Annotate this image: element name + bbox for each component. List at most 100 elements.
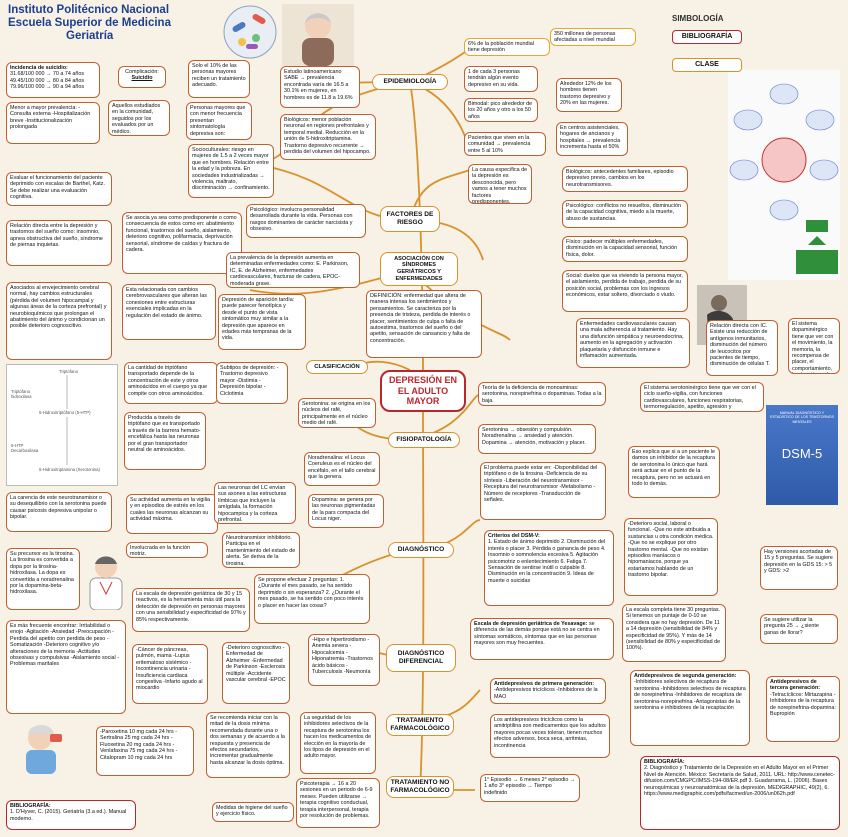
complicacion-value: Suicidio: [131, 75, 153, 82]
biblio-right-box: BIBLIOGRAFÍA: 2. Diagnóstico y Tratamien…: [640, 756, 840, 830]
yesavage-box: Escala de depresión geriátrica de Yesava…: [470, 618, 614, 660]
recomienda-box: Se recomienda iniciar con la mitad de la…: [206, 712, 290, 778]
institution-title: Instituto Politécnico Nacional Escuela S…: [8, 4, 208, 44]
header-farmacologico: TRATAMIENTO FARMACOLÓGICO: [386, 714, 454, 736]
tardia-box: Depresión de aparición tardía: puede par…: [218, 294, 306, 350]
serotonina-box: Serotonina: se origina en los núcleos de…: [298, 398, 376, 428]
frecuente-box: Es más frecuente encontrar: Irritabilida…: [6, 620, 126, 714]
psicologico-mid-box: Psicológico: involucra personalidad desa…: [246, 204, 366, 238]
path-step-2: 5-Hidroxitriptófano (5-HTP): [39, 410, 91, 415]
incidencia-title: Incidencia de suicidio:: [10, 65, 68, 71]
carencia-box: La carencia de este neurotransmisor o su…: [6, 492, 112, 532]
segunda-text: -Inhibidores selectivos de recaptura de …: [634, 679, 746, 711]
segunda-title: Antidepresivos de segunda generación:: [634, 673, 737, 679]
centros-box: En centros asistenciales, hogares de anc…: [556, 122, 628, 156]
dopamina-box: Dopamina: se genera por las neuronas pig…: [308, 494, 384, 528]
dsm5-subtitle: MANUAL DIAGNÓSTICO Y ESTADÍSTICO DE LOS …: [770, 411, 834, 424]
header-fisiopatologia: FISIOPATOLOGÍA: [388, 432, 460, 448]
biologicos-mid-box: Biológicos: menor población neuronal en …: [280, 114, 376, 160]
escala30-box: La escala completa tiene 30 preguntas. S…: [622, 604, 726, 662]
dsm-criteria-items: 1. Estado de ánimo deprimido 2. Disminuc…: [488, 539, 606, 584]
envejecimiento-box: Asociados al envejecimiento cerebral nor…: [6, 282, 112, 360]
path-enzyme-2: 5-HTP Decarboxilasa: [11, 443, 39, 454]
problema-box: El problema puede estar en: -Disponibili…: [480, 462, 606, 520]
seis-box: 6% de la población mundial tiene depresi…: [464, 38, 550, 56]
episodios-box: 1° Episodio → 6 meses 2° episodio → 1 añ…: [480, 774, 580, 802]
prevalencia-box: La prevalencia de la depresión aumenta e…: [226, 252, 360, 288]
relacion-ic-box: Relación directa con IC. Existe una redu…: [706, 320, 778, 376]
seguridad-box: La seguridad de los inhibidores selectiv…: [300, 712, 376, 774]
elderly-woman-illustration: [282, 4, 354, 66]
cardio-box: Esta relacionada con cambios cerebrovasc…: [122, 284, 216, 340]
header-nofarmacologico: TRATAMIENTO NO FARMACOLÓGICO: [386, 776, 454, 798]
primera-text: -Antidepresivos tricíclicos -Inhibidores…: [494, 687, 598, 700]
involucrada-box: Involucrada en la función motriz.: [126, 542, 208, 558]
alrededor12-box: Alrededor 12% de los hombres tienen tras…: [556, 78, 622, 112]
versiones-box: Hay versiones acortadas de 15 y 5 pregun…: [760, 546, 838, 590]
aquellos-box: Aquellos estudiados en la comunidad, seg…: [108, 100, 170, 136]
dopaminergico-box: El sistema dopaminérgico tiene que ver c…: [788, 318, 840, 374]
tercera-title: Antidepresivos de tercera generación:: [770, 679, 821, 692]
deterioro-social-box: -Deterioro social, laboral o funcional. …: [624, 518, 718, 596]
actividad-box: Su actividad aumenta en la vigilia y en …: [126, 494, 218, 534]
higiene-box: Medidas de higiene del sueño y ejercicio…: [212, 802, 294, 822]
dsm5-book-cover: MANUAL DIAGNÓSTICO Y ESTADÍSTICO DE LOS …: [766, 405, 838, 505]
pacientes-box: Pacientes que viven en la comunidad → pr…: [464, 132, 546, 156]
propone-box: Se propone efectuar 2 preguntas: 1. ¿Dur…: [254, 574, 370, 624]
solo10-box: Solo el 10% de las personas mayores reci…: [188, 60, 250, 98]
serotonin-pathway-diagram: Triptófano Triptófano hidroxilasa 5-Hidr…: [6, 364, 118, 486]
subtipos-box: Subtipos de depresión: -Trastorno depres…: [216, 362, 288, 404]
personas-menor-box: Personas mayores que con menor frecuenci…: [186, 102, 252, 140]
biblio-right-text: 2. Diagnóstico y Tratamiento de la Depre…: [644, 765, 835, 797]
relacion-sueno-box: Relación directa entre la depresión y tr…: [6, 220, 112, 266]
biblio-left-box: BIBLIOGRAFÍA: 1. D'Hyver, C. (2015). Ger…: [6, 800, 136, 830]
noradrenalina-box: Noradrenalina: el Locus Coeruleus es el …: [304, 452, 380, 486]
cancer-box: -Cáncer de páncreas, pulmón, mama -Lupus…: [132, 644, 208, 704]
header-epidemiologia: EPIDEMIOLOGÍA: [372, 74, 448, 90]
biblio-left-title: BIBLIOGRAFÍA:: [10, 803, 51, 809]
header-diagnostico: DIAGNÓSTICO: [388, 542, 454, 558]
trescincuenta-box: 350 millones de personas afectadas a niv…: [550, 28, 636, 46]
concept-map-thumbnail: [728, 70, 840, 280]
pills-illustration: [223, 5, 277, 59]
dsm5-title: DSM-5: [781, 445, 823, 461]
header-asociacion: ASOCIACIÓN CON SÍNDROMES GERIÁTRICOS Y E…: [380, 252, 458, 286]
serotoninergico-box: El sistema serotoninérgico tiene que ver…: [640, 382, 764, 412]
inhaler-woman-illustration: [26, 725, 62, 774]
title-line2: Escuela Superior de Medicina: [8, 17, 171, 30]
yesavage-text: se diferencia de las demás porque está n…: [474, 621, 600, 647]
enfermedades-box: Enfermedades cardiovasculares causan una…: [576, 318, 690, 368]
title-line1: Instituto Politécnico Nacional: [8, 4, 170, 16]
teoria-box: Teoría de la deficiencia de monoaminas: …: [478, 382, 606, 406]
legend-bibliografia: BIBLIOGRAFÍA: [672, 30, 742, 45]
fisico-box: Físico: padecer múltiples enfermedades, …: [562, 236, 688, 262]
explica-box: Eso explica que si a un paciente le damo…: [628, 446, 720, 498]
social-box: Social: duelos que va viviendo la person…: [562, 270, 688, 312]
causa-box: La causa específica de la depresión es d…: [468, 164, 532, 204]
header-factores: FACTORES DE RIESGO: [380, 206, 440, 232]
yesavage-title: Escala de depresión geriátrica de Yesava…: [474, 621, 588, 627]
dosis-box: -Paroxetina 10 mg cada 24 hrs -Sertralin…: [96, 726, 194, 776]
triptofano-box: La cantidad de triptófano transportado d…: [124, 362, 218, 404]
estudio-box: Estudio latinoamericano SABE → prevalenc…: [280, 66, 360, 108]
complicacion-box: Complicación: Suicidio: [118, 66, 166, 88]
hipo-box: -Hipo e hipertiroidismo -Anemia severa -…: [308, 634, 380, 686]
bimodal-box: Bimodal: pico alrededor de los 20 años y…: [464, 98, 538, 122]
deterioro-box: -Deterioro cognoscitivo -Enfermedad de A…: [222, 642, 290, 704]
doctor-illustration: [89, 556, 123, 610]
evaluar-box: Evaluar el funcionamiento del paciente d…: [6, 172, 112, 206]
path-enzyme-1: Triptófano hidroxilasa: [11, 389, 32, 400]
socioculturales-box: Socioculturales: riesgo en mujeres de 1.…: [188, 144, 274, 198]
ser-nor-box: Serotonina → obsesión y compulsión. Nora…: [478, 424, 596, 454]
tercera-box: Antidepresivos de tercera generación: -T…: [766, 676, 840, 742]
path-step-1: Triptófano: [59, 369, 79, 374]
unocada-box: 1 de cada 3 personas tendrán algún event…: [464, 66, 538, 92]
segunda-box: Antidepresivos de segunda generación: -I…: [630, 670, 750, 746]
incidencia-row2: 49.45/100 000 → 80 a 84 años: [10, 77, 85, 84]
biblio-left-text: 1. D'Hyver, C. (2015). Geriatría (3.a ed…: [10, 809, 127, 822]
path-step-3: 5-Hidroxitriptamina (Serotonina): [39, 467, 100, 472]
symbology-label: SIMBOLOGÍA: [672, 14, 724, 23]
neurotransmisor-box: Neurotransmisor inhibitorio. Participa e…: [222, 532, 300, 568]
psico-box: Psicológico: conflictos no resueltos, di…: [562, 200, 688, 228]
primera-title: Antidepresivos de primera generación:: [494, 681, 595, 687]
